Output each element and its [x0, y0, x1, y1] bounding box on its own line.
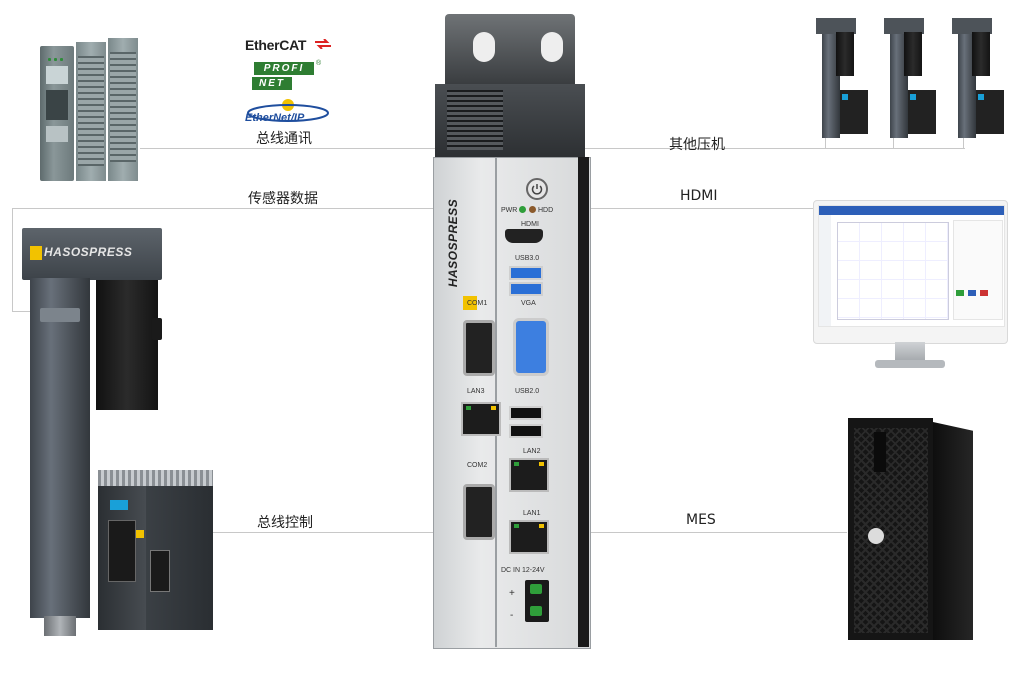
vga-label: VGA: [521, 300, 536, 307]
usb2-port-1[interactable]: [509, 406, 543, 420]
plc-device: [40, 38, 140, 183]
line-bus-control: [210, 532, 435, 533]
hdmi-port-label: HDMI: [521, 221, 539, 228]
plc-cpu: [40, 46, 74, 181]
press-cylinder: [30, 278, 90, 618]
power-icon: [531, 184, 543, 195]
usb3-port-1[interactable]: [509, 266, 543, 280]
servo-press: HASOSPRESS: [18, 228, 168, 638]
com2-label: COM2: [467, 462, 488, 469]
line-sensor-data-vertical: [12, 208, 13, 312]
other-press-2: [876, 18, 936, 138]
line-sensor-data: [12, 208, 435, 209]
line-other-press-drop2: [893, 136, 894, 149]
pc-mount-bracket: [445, 14, 575, 84]
hdmi-port[interactable]: [505, 229, 543, 243]
label-mes: MES: [686, 512, 716, 528]
profinet-bottom: NET: [252, 77, 292, 90]
pc-brand: HASOSPRESS: [446, 194, 483, 324]
label-other-press: 其他压机: [669, 137, 725, 153]
monitor-stand: [895, 342, 925, 360]
line-bus-comm: [140, 148, 435, 149]
lan1-port[interactable]: [509, 520, 549, 554]
lan1-label: LAN1: [523, 510, 541, 517]
ethernetip-text: EtherNet/IP: [245, 112, 305, 124]
press-brand: HASOSPRESS: [44, 245, 133, 259]
label-bus-comm: 总线通讯: [256, 131, 312, 147]
usb2-port-2[interactable]: [509, 424, 543, 438]
ethernetip-logo: EtherNet/IP: [243, 97, 333, 127]
dc-in-connector[interactable]: [525, 580, 549, 622]
com1-label: COM1: [467, 300, 488, 307]
other-press-1: [808, 18, 868, 138]
power-button[interactable]: [526, 178, 548, 200]
usb3-label: USB3.0: [515, 255, 540, 262]
pc-brand-text: HASOSPRESS: [446, 198, 461, 288]
pwr-label: PWR: [501, 207, 518, 214]
profinet-reg-icon: ®: [316, 60, 322, 67]
com1-port[interactable]: [463, 320, 495, 376]
usb2-label: USB2.0: [515, 388, 540, 395]
dc-plus-label: +: [509, 588, 515, 599]
ethercat-text: EtherCAT: [245, 37, 307, 53]
vga-port[interactable]: [513, 318, 549, 376]
line-sensor-data-foot: [12, 311, 30, 312]
dc-in-label: DC IN 12-24V: [501, 567, 545, 574]
press-tip: [44, 616, 76, 636]
servo-drive: [98, 470, 213, 630]
ethercat-logo: EtherCAT: [245, 37, 335, 57]
workstation-tower: [848, 418, 973, 640]
line-other-press-drop3: [963, 136, 964, 149]
profinet-logo: PROFI NET ®: [252, 60, 324, 96]
line-other-press-drop1: [825, 136, 826, 149]
dc-minus-label: -: [510, 610, 514, 621]
lan2-port[interactable]: [509, 458, 549, 492]
monitor-base: [875, 360, 945, 368]
press-servo-motor: [96, 280, 158, 410]
ethernetip-swoosh-icon: [247, 99, 329, 122]
lan3-label: LAN3: [467, 388, 485, 395]
profinet-top: PROFI: [254, 62, 314, 75]
monitor-screen: [818, 205, 1005, 327]
lan2-label: LAN2: [523, 448, 541, 455]
monitor: [813, 200, 1008, 370]
label-sensor-data: 传感器数据: [248, 191, 318, 207]
line-mes: [585, 532, 847, 533]
line-other-press: [585, 148, 965, 149]
hdd-label: HDD: [538, 207, 554, 214]
label-bus-control: 总线控制: [257, 515, 313, 531]
label-hdmi: HDMI: [680, 188, 718, 204]
industrial-pc: HASOSPRESS PWR HDD HDMI USB3.0 COM1 VGA …: [433, 14, 591, 656]
line-hdmi: [585, 208, 813, 209]
tower-logo: [868, 528, 884, 544]
pwr-led: [519, 206, 526, 213]
press-head: HASOSPRESS: [22, 228, 162, 280]
other-press-3: [944, 18, 1004, 138]
com2-port[interactable]: [463, 484, 495, 540]
ethercat-arrows-icon: [315, 39, 331, 49]
lan3-port[interactable]: [461, 402, 501, 436]
hdd-led: [529, 206, 536, 213]
usb3-port-2[interactable]: [509, 282, 543, 296]
monitor-bezel: [813, 200, 1008, 344]
